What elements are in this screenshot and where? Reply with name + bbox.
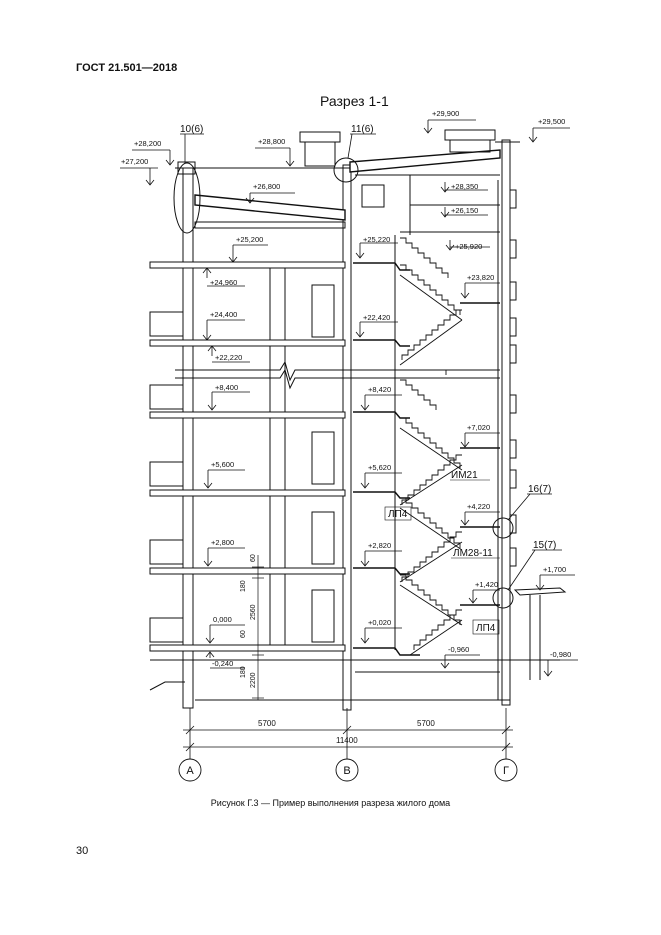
elevation-label: +22,420 <box>363 313 390 322</box>
structure <box>149 129 567 711</box>
stair-flights <box>399 237 463 656</box>
elevation-label: -0,980 <box>550 650 571 659</box>
elevation-label: +7,020 <box>467 423 490 432</box>
elevation-label: +27,200 <box>121 157 148 166</box>
axis-label-v: В <box>343 765 350 777</box>
dim-2560: 2560 <box>250 604 257 620</box>
roof-vent-right <box>444 129 496 141</box>
callout-label-10: 10(6) <box>180 124 203 135</box>
elevation-label: +1,420 <box>475 580 498 589</box>
left-wall <box>182 167 194 709</box>
floor-slabs <box>149 261 346 652</box>
elevation-label: +25,220 <box>363 235 390 244</box>
grid-axes <box>178 758 518 782</box>
break-line <box>175 360 500 390</box>
elevation-label: -0,960 <box>448 645 469 654</box>
dim-60-top: 60 <box>250 554 257 562</box>
mark-lm28: ЛМ28-11 <box>453 548 493 559</box>
mark-lp4-upper: ЛП4 <box>388 509 408 520</box>
horizontal-dimensions <box>183 708 513 760</box>
callout-circle-11 <box>333 157 359 183</box>
elevation-label: +1,700 <box>543 565 566 574</box>
section-title: Разрез 1-1 <box>320 93 389 109</box>
stair-landings <box>353 262 500 656</box>
document-header: ГОСТ 21.501—2018 <box>76 62 178 74</box>
elevation-label: +29,500 <box>538 117 565 126</box>
elevation-label: 0,000 <box>213 615 232 624</box>
elevation-label: +23,820 <box>467 273 494 282</box>
elevation-label: +2,800 <box>211 538 234 547</box>
callout-labels <box>180 133 562 591</box>
roof-vent-left <box>299 131 341 143</box>
callout-label-11: 11(6) <box>351 124 374 135</box>
mark-im21: ИМ21 <box>451 470 478 481</box>
elevation-label: +24,400 <box>210 310 237 319</box>
dim-180-bot: 180 <box>240 666 247 678</box>
right-wall <box>501 139 511 706</box>
elevation-label: +28,200 <box>134 139 161 148</box>
elevation-markers <box>120 119 578 677</box>
dim-span-right: 5700 <box>417 719 435 728</box>
page-number: 30 <box>76 845 89 857</box>
axis-bubble-v <box>335 758 359 782</box>
axis-bubble-a <box>178 758 202 782</box>
elevation-label: +8,420 <box>368 385 391 394</box>
dim-span-left: 5700 <box>258 719 276 728</box>
dim-60-bot: 60 <box>240 630 247 638</box>
dim-2200: 2200 <box>250 672 257 688</box>
elevation-label: +25,200 <box>236 235 263 244</box>
callout-circle-10 <box>173 162 201 234</box>
figure-caption: Рисунок Г.3 — Пример выполнения разреза … <box>210 798 451 808</box>
elevation-label: +29,900 <box>432 109 459 118</box>
elevation-label: +26,800 <box>253 182 280 191</box>
vertical-dimensions <box>252 555 264 700</box>
axis-label-a: А <box>186 765 194 777</box>
axis-label-g: Г <box>503 765 509 777</box>
dim-span-total: 11400 <box>336 736 358 745</box>
elevation-label: +26,150 <box>451 206 478 215</box>
elevation-label: +8,400 <box>215 383 238 392</box>
elevation-label: -0,240 <box>212 659 233 668</box>
elevation-label: +4,220 <box>467 502 490 511</box>
mark-lp4-lower: ЛП4 <box>476 623 496 634</box>
elevation-label: +25,920 <box>455 242 482 251</box>
callout-label-16: 16(7) <box>528 484 551 495</box>
callout-circle-16 <box>492 517 514 539</box>
axis-bubble-g <box>494 758 518 782</box>
callout-circle-15 <box>492 587 514 609</box>
elevation-label: +22,220 <box>215 353 242 362</box>
elevation-label: +2,820 <box>368 541 391 550</box>
callout-label-15: 15(7) <box>533 540 556 551</box>
dim-180-top: 180 <box>240 580 247 592</box>
elevation-label: +5,600 <box>211 460 234 469</box>
middle-wall <box>342 164 352 711</box>
elevation-label: +24,960 <box>210 278 237 287</box>
elevation-labels: +29,900 +29,500 +28,800 +28,200 +27,200 … <box>121 109 571 668</box>
elevation-label: +0,020 <box>368 618 391 627</box>
elevation-label: +28,350 <box>451 182 478 191</box>
elevation-label: +5,620 <box>368 463 391 472</box>
elevation-label: +28,800 <box>258 137 285 146</box>
